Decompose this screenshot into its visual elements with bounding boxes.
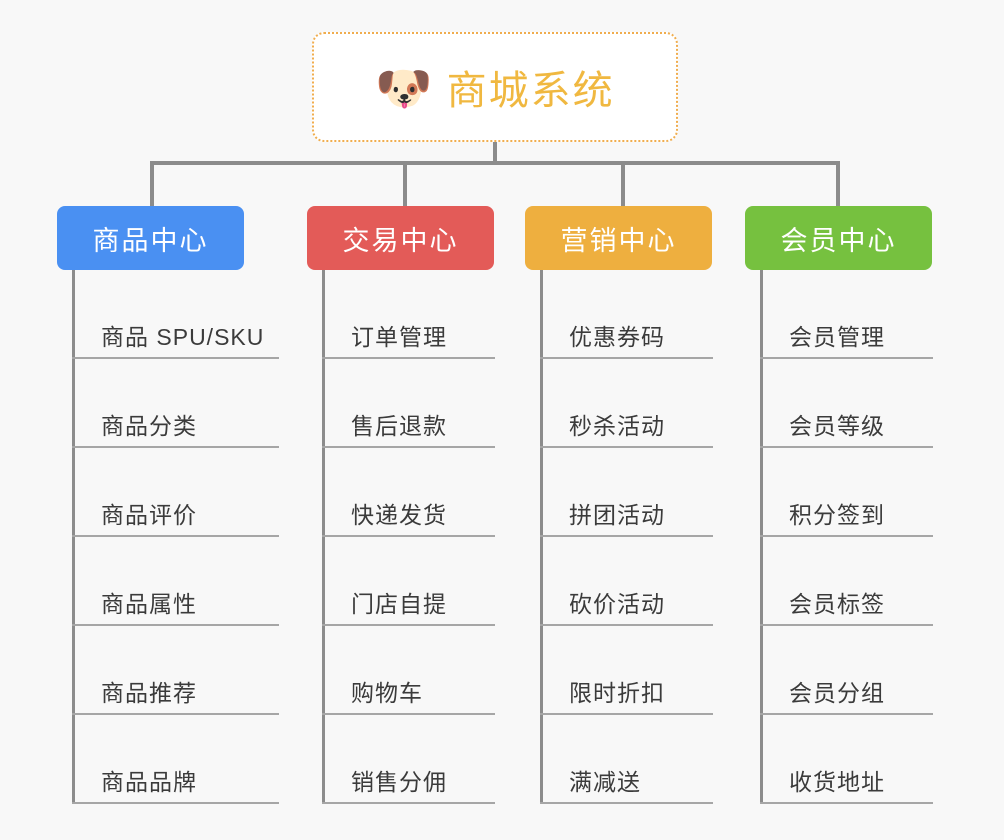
connector-horizontal-bar (150, 161, 838, 165)
leaf-underline (322, 624, 495, 626)
leaf-underline (72, 713, 279, 715)
leaf-label: 门店自提 (351, 591, 447, 617)
leaf-item[interactable]: 商品分类 (72, 359, 279, 448)
leaf-label: 商品 SPU/SKU (101, 324, 265, 350)
leaf-item[interactable]: 商品 SPU/SKU (72, 270, 279, 359)
connector-drop-4 (836, 161, 840, 207)
root-title: 商城系统 (446, 69, 615, 113)
branch-column-4: 会员中心会员管理会员等级积分签到会员标签会员分组收货地址 (745, 206, 933, 804)
branch-items-4: 会员管理会员等级积分签到会员标签会员分组收货地址 (745, 270, 933, 804)
leaf-underline (540, 535, 713, 537)
leaf-item[interactable]: 会员等级 (760, 359, 933, 448)
leaf-label: 商品属性 (101, 591, 197, 617)
dog-face-icon: 🐶 (375, 62, 433, 114)
leaf-underline (760, 446, 933, 448)
leaf-underline (322, 446, 495, 448)
leaf-item[interactable]: 收货地址 (760, 715, 933, 804)
leaf-label: 限时折扣 (569, 680, 665, 706)
branch-spine-3 (540, 270, 543, 804)
leaf-underline (322, 535, 495, 537)
leaf-label: 会员标签 (789, 591, 885, 617)
leaf-item[interactable]: 商品评价 (72, 448, 279, 537)
leaf-underline (72, 802, 279, 804)
leaf-item[interactable]: 会员管理 (760, 270, 933, 359)
leaf-label: 拼团活动 (569, 502, 665, 528)
branch-column-3: 营销中心优惠券码秒杀活动拼团活动砍价活动限时折扣满减送 (525, 206, 713, 804)
leaf-underline (322, 713, 495, 715)
leaf-item[interactable]: 销售分佣 (322, 715, 495, 804)
leaf-item[interactable]: 商品推荐 (72, 626, 279, 715)
leaf-label: 积分签到 (789, 502, 885, 528)
leaf-label: 订单管理 (351, 324, 447, 350)
leaf-underline (72, 357, 279, 359)
connector-drop-2 (403, 161, 407, 207)
leaf-item[interactable]: 会员分组 (760, 626, 933, 715)
leaf-label: 优惠券码 (569, 324, 665, 350)
leaf-label: 商品评价 (101, 502, 197, 528)
leaf-underline (760, 357, 933, 359)
branch-spine-2 (322, 270, 325, 804)
leaf-label: 会员管理 (789, 324, 885, 350)
branch-header-4[interactable]: 会员中心 (745, 206, 932, 270)
leaf-item[interactable]: 秒杀活动 (540, 359, 713, 448)
leaf-underline (760, 713, 933, 715)
branch-items-1: 商品 SPU/SKU 商品分类商品评价商品属性商品推荐商品品牌 (57, 270, 279, 804)
leaf-underline (540, 713, 713, 715)
branch-header-1[interactable]: 商品中心 (57, 206, 244, 270)
leaf-label: 售后退款 (351, 413, 447, 439)
branch-items-3: 优惠券码秒杀活动拼团活动砍价活动限时折扣满减送 (525, 270, 713, 804)
leaf-item[interactable]: 拼团活动 (540, 448, 713, 537)
leaf-label: 会员等级 (789, 413, 885, 439)
leaf-label: 会员分组 (789, 680, 885, 706)
leaf-underline (540, 357, 713, 359)
branch-spine-1 (72, 270, 75, 804)
leaf-underline (760, 535, 933, 537)
leaf-item[interactable]: 门店自提 (322, 537, 495, 626)
branch-spine-4 (760, 270, 763, 804)
branch-items-2: 订单管理售后退款快递发货门店自提购物车销售分佣 (307, 270, 495, 804)
leaf-item[interactable]: 售后退款 (322, 359, 495, 448)
leaf-label: 收货地址 (789, 769, 885, 795)
leaf-item[interactable]: 满减送 (540, 715, 713, 804)
leaf-underline (72, 535, 279, 537)
connector-drop-1 (150, 161, 154, 207)
leaf-underline (322, 357, 495, 359)
root-node[interactable]: 🐶 商城系统 (312, 32, 678, 142)
branch-header-3[interactable]: 营销中心 (525, 206, 712, 270)
branch-column-1: 商品中心商品 SPU/SKU 商品分类商品评价商品属性商品推荐商品品牌 (57, 206, 279, 804)
leaf-label: 秒杀活动 (569, 413, 665, 439)
branch-header-2[interactable]: 交易中心 (307, 206, 494, 270)
leaf-item[interactable]: 砍价活动 (540, 537, 713, 626)
leaf-underline (760, 802, 933, 804)
leaf-label: 砍价活动 (569, 591, 665, 617)
leaf-underline (540, 446, 713, 448)
leaf-label: 快递发货 (351, 502, 447, 528)
leaf-label: 销售分佣 (351, 769, 447, 795)
leaf-item[interactable]: 购物车 (322, 626, 495, 715)
connector-drop-3 (621, 161, 625, 207)
leaf-item[interactable]: 积分签到 (760, 448, 933, 537)
leaf-label: 满减送 (569, 769, 641, 795)
leaf-item[interactable]: 快递发货 (322, 448, 495, 537)
leaf-underline (540, 802, 713, 804)
leaf-label: 商品品牌 (101, 769, 197, 795)
leaf-underline (72, 624, 279, 626)
branch-column-2: 交易中心订单管理售后退款快递发货门店自提购物车销售分佣 (307, 206, 495, 804)
leaf-item[interactable]: 会员标签 (760, 537, 933, 626)
leaf-item[interactable]: 限时折扣 (540, 626, 713, 715)
connector-root-stem (493, 142, 497, 164)
leaf-item[interactable]: 订单管理 (322, 270, 495, 359)
leaf-underline (322, 802, 495, 804)
leaf-item[interactable]: 商品品牌 (72, 715, 279, 804)
leaf-item[interactable]: 商品属性 (72, 537, 279, 626)
leaf-label: 商品分类 (101, 413, 197, 439)
leaf-item[interactable]: 优惠券码 (540, 270, 713, 359)
leaf-label: 购物车 (351, 680, 423, 706)
leaf-underline (760, 624, 933, 626)
leaf-underline (540, 624, 713, 626)
leaf-underline (72, 446, 279, 448)
leaf-label: 商品推荐 (101, 680, 197, 706)
